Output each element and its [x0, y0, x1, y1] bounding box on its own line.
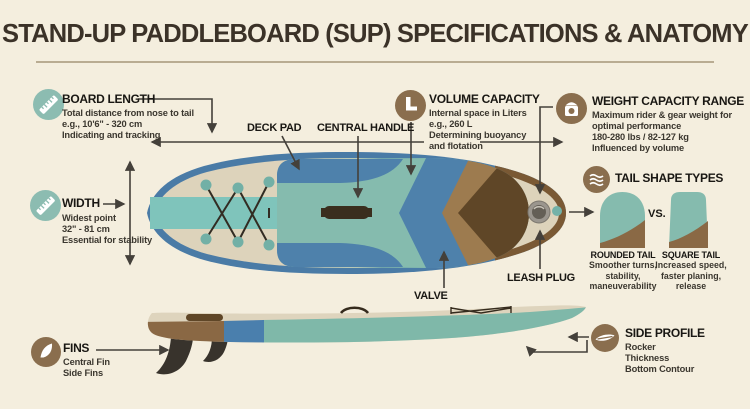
spec-heading: WIDTH — [62, 196, 100, 210]
ruler-icon — [33, 89, 64, 120]
tail-shape-rounded-graphic — [600, 192, 645, 248]
tail-line: faster planing, — [660, 270, 722, 281]
tail-line: maneuverability — [589, 281, 657, 291]
handle-side — [339, 306, 370, 314]
bungee-side — [450, 306, 512, 314]
vs-label: VS. — [648, 208, 666, 220]
rounded-tail-block: ROUNDED TAIL Smoother turns, stability, … — [580, 250, 666, 292]
tail-line: Increased speed, — [655, 260, 727, 270]
deck-pad-label: DECK PAD — [247, 122, 302, 134]
bungee-rigging — [200, 176, 275, 251]
spec-heading: SIDE PROFILE — [625, 326, 705, 340]
liters-icon — [395, 90, 426, 121]
spec-line: Side Fins — [63, 368, 103, 378]
spec-fins: FINS Central Fin Side Fins — [63, 341, 110, 379]
square-tail-block: SQUARE TAIL Increased speed, faster plan… — [648, 250, 734, 292]
spec-heading: VOLUME CAPACITY — [429, 92, 540, 106]
title-underline — [36, 61, 714, 63]
spec-line: Bottom Contour — [625, 364, 695, 374]
spec-line: Essential for stability — [62, 235, 153, 245]
spec-heading: BOARD LENGTH — [62, 92, 156, 106]
tail-line: release — [675, 281, 707, 291]
spec-heading: WEIGHT CAPACITY RANGE — [592, 94, 744, 108]
board-length-connector — [138, 98, 218, 134]
spec-line: Maximum rider & gear weight for — [592, 110, 732, 120]
spec-line: Widest point — [62, 213, 116, 223]
page-title: STAND-UP PADDLEBOARD (SUP) SPECIFICATION… — [2, 20, 749, 48]
tail-name: SQUARE TAIL — [661, 250, 721, 260]
spec-line: and flotation — [429, 141, 483, 151]
spec-line: 32" - 81 cm — [62, 224, 110, 234]
fin-icon — [31, 337, 61, 367]
tail-shapes-heading: TAIL SHAPE TYPES — [615, 171, 724, 185]
nose-stripe — [150, 197, 285, 229]
spec-heading: FINS — [63, 341, 90, 355]
scale-icon — [556, 93, 587, 124]
spec-line: Thickness — [625, 353, 670, 363]
connector-lines — [96, 98, 595, 357]
ruler-icon — [30, 190, 61, 221]
side-fin — [203, 337, 228, 362]
weight-connector — [534, 106, 553, 195]
leash-plug-graphic — [527, 200, 562, 224]
spec-side-profile: SIDE PROFILE Rocker Thickness Bottom Con… — [625, 326, 705, 375]
spec-line: e.g., 260 L — [429, 119, 473, 129]
spec-board-length: BOARD LENGTH Total distance from nose to… — [62, 92, 194, 141]
spec-width: WIDTH Widest point 32" - 81 cm Essential… — [62, 196, 152, 246]
tail-name: ROUNDED TAIL — [590, 250, 656, 260]
spec-line: e.g., 10'6" - 320 cm — [62, 119, 143, 129]
spec-line: Influenced by volume — [592, 143, 685, 153]
spec-line: optimal performance — [592, 121, 682, 131]
spec-line: Rocker — [625, 342, 656, 352]
leash-plug-label: LEASH PLUG — [507, 272, 575, 284]
central-fin — [156, 337, 193, 375]
spec-line: Central Fin — [63, 357, 110, 367]
spec-line: 180-280 lbs / 82-127 kg — [592, 132, 689, 142]
valve-label: VALVE — [414, 290, 448, 302]
central-handle-label: CENTRAL HANDLE — [317, 122, 415, 134]
tail-line: stability, — [605, 270, 641, 281]
profile-icon — [591, 324, 619, 352]
side-profile-arrow-bottom — [525, 340, 588, 357]
spec-weight: WEIGHT CAPACITY RANGE Maximum rider & ge… — [592, 94, 744, 154]
tail-shape-square-graphic — [669, 192, 708, 248]
board-top-view — [147, 152, 566, 274]
spec-volume: VOLUME CAPACITY Internal space in Liters… — [429, 92, 540, 152]
spec-line: Indicating and tracking — [62, 130, 161, 140]
waves-icon — [583, 166, 610, 193]
deck-pad-arrow — [281, 135, 300, 171]
board-side-view — [147, 305, 586, 375]
spec-line: Internal space in Liters — [429, 108, 527, 118]
spec-line: Total distance from nose to tail — [62, 108, 194, 118]
central-handle-graphic — [321, 206, 372, 219]
tail-pad-side — [186, 314, 223, 321]
tail-line: Smoother turns, — [589, 260, 657, 270]
spec-line: Determining buoyancy — [429, 130, 527, 140]
